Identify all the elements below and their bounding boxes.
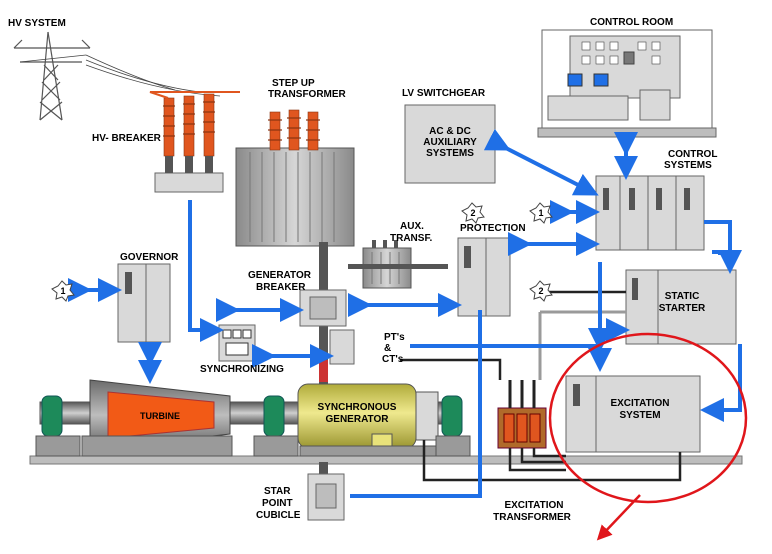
label-step-up-2: TRANSFORMER [268, 89, 347, 100]
label-pts-1: PT's [384, 332, 405, 343]
label-star-point-2: POINT [262, 498, 293, 509]
label-governor: GOVERNOR [120, 252, 179, 263]
label-control-systems-1: CONTROL [668, 149, 717, 160]
static-starter-cabinet [625, 269, 737, 345]
label-turbine: TURBINE [140, 411, 180, 421]
label-ac-dc-2: AUXILIARY [423, 137, 477, 148]
label-hv-breaker: HV- BREAKER [92, 133, 162, 144]
control-systems-cabinet [595, 175, 705, 251]
excitation-system-cabinet [565, 375, 701, 453]
base-platform [29, 455, 743, 465]
left-bearing [35, 395, 81, 457]
lv-switchgear-box [404, 104, 496, 184]
label-generator-breaker-2: BREAKER [256, 282, 306, 293]
label-aux-transf-2: TRANSF. [390, 233, 432, 244]
wiring-lines [400, 290, 682, 482]
middle-bearing [253, 395, 299, 457]
excitation-transformer [497, 380, 547, 449]
turbine [81, 379, 233, 457]
label-generator-breaker-1: GENERATOR [248, 270, 312, 281]
blue-arrows [68, 128, 742, 498]
pts-cts-box [329, 329, 355, 365]
badge-icon-protection: 2 [461, 202, 485, 224]
step-up-transformer [235, 109, 355, 247]
label-ac-dc-1: AC & DC [429, 126, 471, 137]
label-static-starter-1: STATIC [665, 291, 700, 302]
label-excitation-transformer-2: TRANSFORMER [493, 512, 572, 523]
protection-cabinet [457, 237, 511, 317]
highlight-arrow [596, 494, 641, 541]
svg-text:2: 2 [538, 286, 543, 296]
svg-text:2: 2 [470, 208, 475, 218]
governor-cabinet [117, 263, 171, 343]
label-star-point-3: CUBICLE [256, 510, 301, 521]
badge-icon-governor: 1 [51, 280, 75, 302]
highlight-ellipse [548, 332, 748, 504]
label-ac-dc-3: SYSTEMS [426, 148, 474, 159]
label-star-point-1: STAR [264, 486, 291, 497]
svg-text:1: 1 [60, 286, 65, 296]
label-protection: PROTECTION [460, 223, 526, 234]
badge-icon-starter: 2 [529, 280, 553, 302]
star-point-cubicle [307, 462, 345, 521]
hv-breaker [149, 91, 240, 193]
label-pts-3: CT's [382, 354, 404, 365]
synchronizing-box [218, 324, 256, 362]
right-bearing [435, 395, 471, 457]
label-aux-transf-1: AUX. [400, 221, 424, 232]
label-control-systems-2: SYSTEMS [664, 160, 712, 171]
synchronous-generator [297, 383, 441, 457]
label-step-up-1: STEP UP [272, 78, 315, 89]
svg-text:1: 1 [538, 208, 543, 218]
label-synch-gen-1: SYNCHRONOUS [318, 402, 397, 413]
bus-red-section [319, 360, 328, 382]
label-synchronizing: SYNCHRONIZING [200, 364, 284, 375]
label-excitation-system-1: EXCITATION [610, 398, 669, 409]
label-lv-switchgear: LV SWITCHGEAR [402, 88, 486, 99]
label-synch-gen-2: GENERATOR [326, 414, 390, 425]
label-control-room: CONTROL ROOM [590, 17, 673, 28]
control-room [537, 29, 717, 138]
aux-connection [348, 264, 448, 269]
badge-icon-control: 1 [529, 202, 553, 224]
label-hv-system: HV SYSTEM [8, 18, 66, 29]
label-pts-2: & [384, 343, 391, 354]
label-excitation-transformer-1: EXCITATION [504, 500, 563, 511]
hv-tower-icon [13, 31, 91, 121]
label-static-starter-2: STARTER [659, 303, 706, 314]
label-excitation-system-2: SYSTEM [619, 410, 660, 421]
